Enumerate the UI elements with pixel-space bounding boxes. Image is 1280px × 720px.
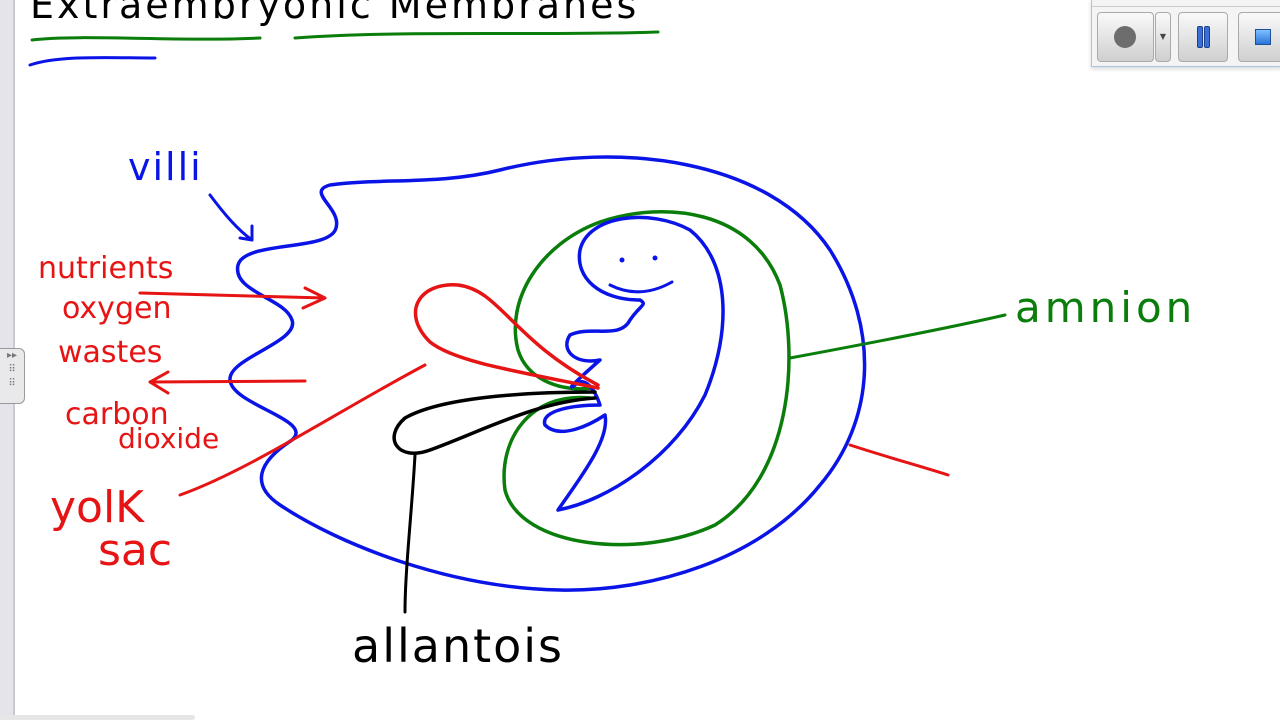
grip-icon: ⠿⠿ bbox=[8, 364, 16, 389]
expand-arrows-icon: ▸▸ bbox=[6, 350, 18, 361]
chevron-down-icon: ▼ bbox=[1159, 32, 1167, 41]
label-villi: villi bbox=[128, 145, 203, 189]
record-options-dropdown[interactable]: ▼ bbox=[1155, 12, 1171, 62]
villi-arrow-icon bbox=[208, 193, 254, 242]
label-allantois: allantois bbox=[352, 619, 564, 673]
allantois-outline bbox=[392, 390, 597, 455]
stop-icon bbox=[1255, 29, 1271, 45]
arrow-right-icon bbox=[138, 286, 327, 310]
red-pointer-line-right bbox=[848, 443, 950, 477]
pause-button[interactable] bbox=[1178, 12, 1228, 62]
label-oxygen: oxygen bbox=[62, 291, 171, 326]
title-underline-green bbox=[30, 36, 262, 42]
amnion-outline bbox=[502, 210, 791, 547]
label-yolk: yolK bbox=[50, 482, 145, 533]
toolbar-top-strip bbox=[1092, 0, 1280, 7]
label-sac: sac bbox=[98, 525, 172, 576]
embryo-outline bbox=[542, 215, 725, 512]
yolk-sac-pointer-line bbox=[178, 363, 427, 497]
label-nutrients: nutrients bbox=[38, 251, 173, 286]
record-icon bbox=[1114, 26, 1136, 48]
chorion-outline bbox=[228, 155, 867, 592]
arrow-left-icon bbox=[148, 370, 307, 395]
label-amnion: amnion bbox=[1015, 283, 1196, 332]
pause-icon-bar bbox=[1204, 26, 1210, 48]
pause-icon bbox=[1197, 26, 1203, 48]
embryo-eye-right bbox=[652, 255, 658, 261]
sidebar-expand-handle[interactable]: ▸▸ ⠿⠿ bbox=[0, 348, 25, 404]
horizontal-scrollbar[interactable] bbox=[0, 715, 195, 720]
label-dioxide: dioxide bbox=[118, 422, 219, 455]
allantois-pointer-line bbox=[403, 453, 417, 614]
amnion-pointer-line bbox=[788, 313, 1007, 360]
record-button[interactable] bbox=[1097, 12, 1154, 62]
diagram-title: Extraembryonic Membranes bbox=[30, 0, 639, 27]
title-underline-green-2 bbox=[293, 30, 660, 40]
embryo-eye-left bbox=[619, 257, 625, 263]
label-carbon: carbon bbox=[65, 397, 169, 432]
title-underline-blue bbox=[28, 56, 157, 67]
label-wastes: wastes bbox=[58, 335, 162, 370]
yolk-sac-outline bbox=[413, 283, 600, 390]
stop-button[interactable] bbox=[1238, 12, 1280, 62]
embryo-smile bbox=[608, 280, 674, 294]
recording-toolbar: ▼ bbox=[1091, 0, 1280, 67]
